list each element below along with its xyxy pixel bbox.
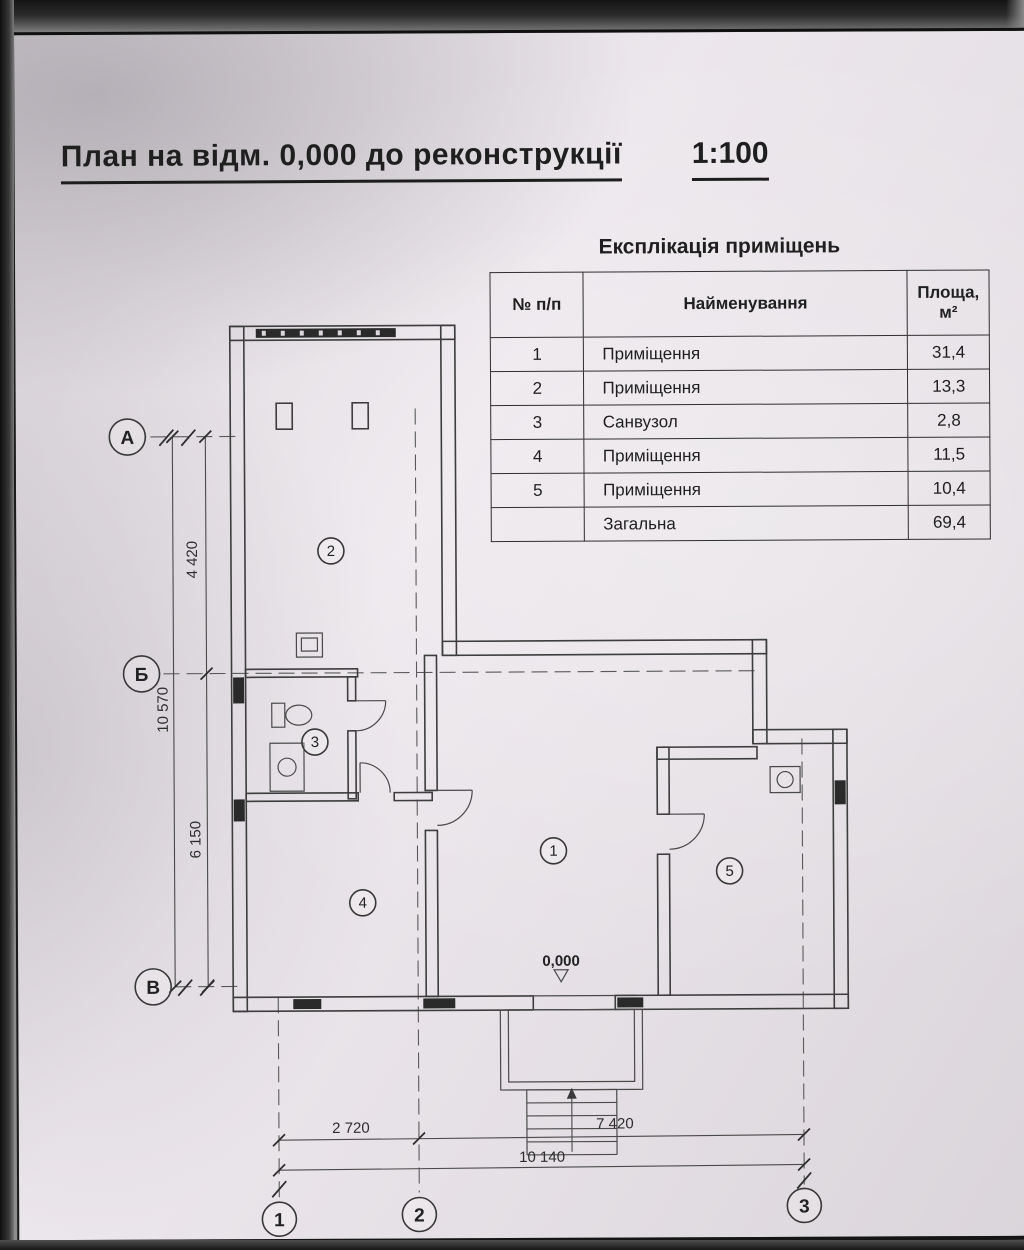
scan-edge-left bbox=[0, 0, 14, 1250]
room-circle-2 bbox=[317, 537, 345, 565]
table-row: 5 Приміщення 10,4 bbox=[491, 470, 991, 508]
axis-label-b: Б bbox=[135, 665, 149, 686]
dimension-lines bbox=[158, 429, 812, 1198]
dim-left-total: 10 570 bbox=[155, 687, 172, 733]
room-labels: 2 3 4 1 5 bbox=[301, 537, 744, 917]
sink-icon bbox=[295, 632, 324, 658]
dim-bottom-left: 2 720 bbox=[332, 1120, 370, 1137]
row-name: Приміщення bbox=[583, 335, 908, 372]
axis-circle-v bbox=[134, 968, 172, 1006]
axis-circle-2 bbox=[401, 1196, 438, 1233]
table-header-row: № п/п Найменування Площа, м² bbox=[489, 270, 990, 338]
dim-left-lower: 6 150 bbox=[187, 821, 204, 859]
room-circle-3 bbox=[301, 728, 329, 756]
explication-title: Експлікація приміщень bbox=[598, 234, 841, 259]
wall-piers bbox=[233, 328, 846, 1010]
table-row: 4 Приміщення 11,5 bbox=[490, 436, 991, 474]
col-header-num: № п/п bbox=[489, 272, 584, 338]
row-num: 1 bbox=[490, 337, 584, 372]
row-area: 2,8 bbox=[908, 402, 990, 438]
table-row: 3 Санвузол 2,8 bbox=[490, 402, 990, 440]
axis-label-v: В bbox=[146, 978, 160, 999]
porch-stairs bbox=[499, 1008, 644, 1156]
axis-label-a: А bbox=[120, 428, 134, 449]
total-num-empty bbox=[491, 507, 585, 542]
area-unit: м² bbox=[939, 302, 958, 322]
dim-bottom-right: 7 420 bbox=[596, 1115, 634, 1132]
doors bbox=[355, 700, 705, 850]
dim-left-upper: 4 420 bbox=[184, 541, 201, 579]
row-area: 13,3 bbox=[907, 368, 990, 404]
row-name: Приміщення bbox=[584, 471, 909, 508]
col-header-area: Площа, м² bbox=[907, 270, 990, 336]
room-circle-4 bbox=[348, 888, 377, 917]
washbasin-icon bbox=[769, 765, 801, 794]
page-title: План на відм. 0,000 до реконструкції bbox=[60, 137, 622, 185]
row-area: 11,5 bbox=[908, 436, 991, 472]
level-triangle-icon bbox=[553, 969, 570, 983]
table-row: 2 Приміщення 13,3 bbox=[490, 368, 990, 406]
row-num: 2 bbox=[490, 371, 585, 406]
axis-label-2: 2 bbox=[414, 1205, 425, 1226]
title-row: План на відм. 0,000 до реконструкції 1:1… bbox=[60, 136, 769, 185]
axis-circle-b bbox=[122, 655, 161, 693]
table-row: 1 Приміщення 31,4 bbox=[490, 335, 990, 372]
row-name: Санвузол bbox=[584, 403, 909, 440]
axis-label-3: 3 bbox=[799, 1196, 810, 1217]
row-name: Приміщення bbox=[583, 369, 909, 406]
axis-circle-1 bbox=[261, 1201, 298, 1238]
dim-bottom-total: 10 140 bbox=[519, 1149, 565, 1166]
axis-label-1: 1 bbox=[274, 1210, 285, 1231]
total-label: Загальна bbox=[584, 505, 909, 542]
room-label-3: 3 bbox=[311, 734, 319, 751]
room-label-1: 1 bbox=[549, 843, 557, 860]
room-label-5: 5 bbox=[725, 863, 733, 880]
row-area: 31,4 bbox=[907, 335, 990, 370]
room-circle-1 bbox=[539, 836, 568, 865]
scan-edge-bottom bbox=[0, 1240, 1024, 1250]
shower-icon bbox=[269, 742, 305, 792]
toilet-icon bbox=[271, 702, 286, 728]
row-name: Приміщення bbox=[584, 437, 909, 474]
axis-circle-a bbox=[108, 418, 147, 456]
row-num: 5 bbox=[491, 473, 585, 508]
total-area: 69,4 bbox=[908, 504, 991, 540]
level-mark: 0,000 bbox=[542, 953, 580, 983]
room-label-2: 2 bbox=[327, 543, 335, 560]
row-num: 4 bbox=[490, 439, 585, 474]
room-circle-5 bbox=[715, 857, 744, 885]
room-label-4: 4 bbox=[359, 895, 367, 912]
row-num: 3 bbox=[490, 405, 585, 440]
col-header-name: Найменування bbox=[583, 270, 908, 338]
axis-markers: А Б В 1 2 3 bbox=[108, 418, 823, 1238]
level-value: 0,000 bbox=[542, 953, 580, 970]
axis-circle-3 bbox=[786, 1187, 823, 1224]
table-total-row: Загальна 69,4 bbox=[491, 504, 991, 542]
explication-table: № п/п Найменування Площа, м² 1 Приміщенн… bbox=[489, 269, 991, 542]
dimension-labels: 4 420 10 570 6 150 2 720 7 420 10 140 bbox=[155, 541, 634, 1166]
scale-label: 1:100 bbox=[691, 136, 769, 182]
row-area: 10,4 bbox=[908, 470, 991, 506]
area-label: Площа, bbox=[917, 282, 980, 302]
fixtures bbox=[269, 632, 801, 794]
